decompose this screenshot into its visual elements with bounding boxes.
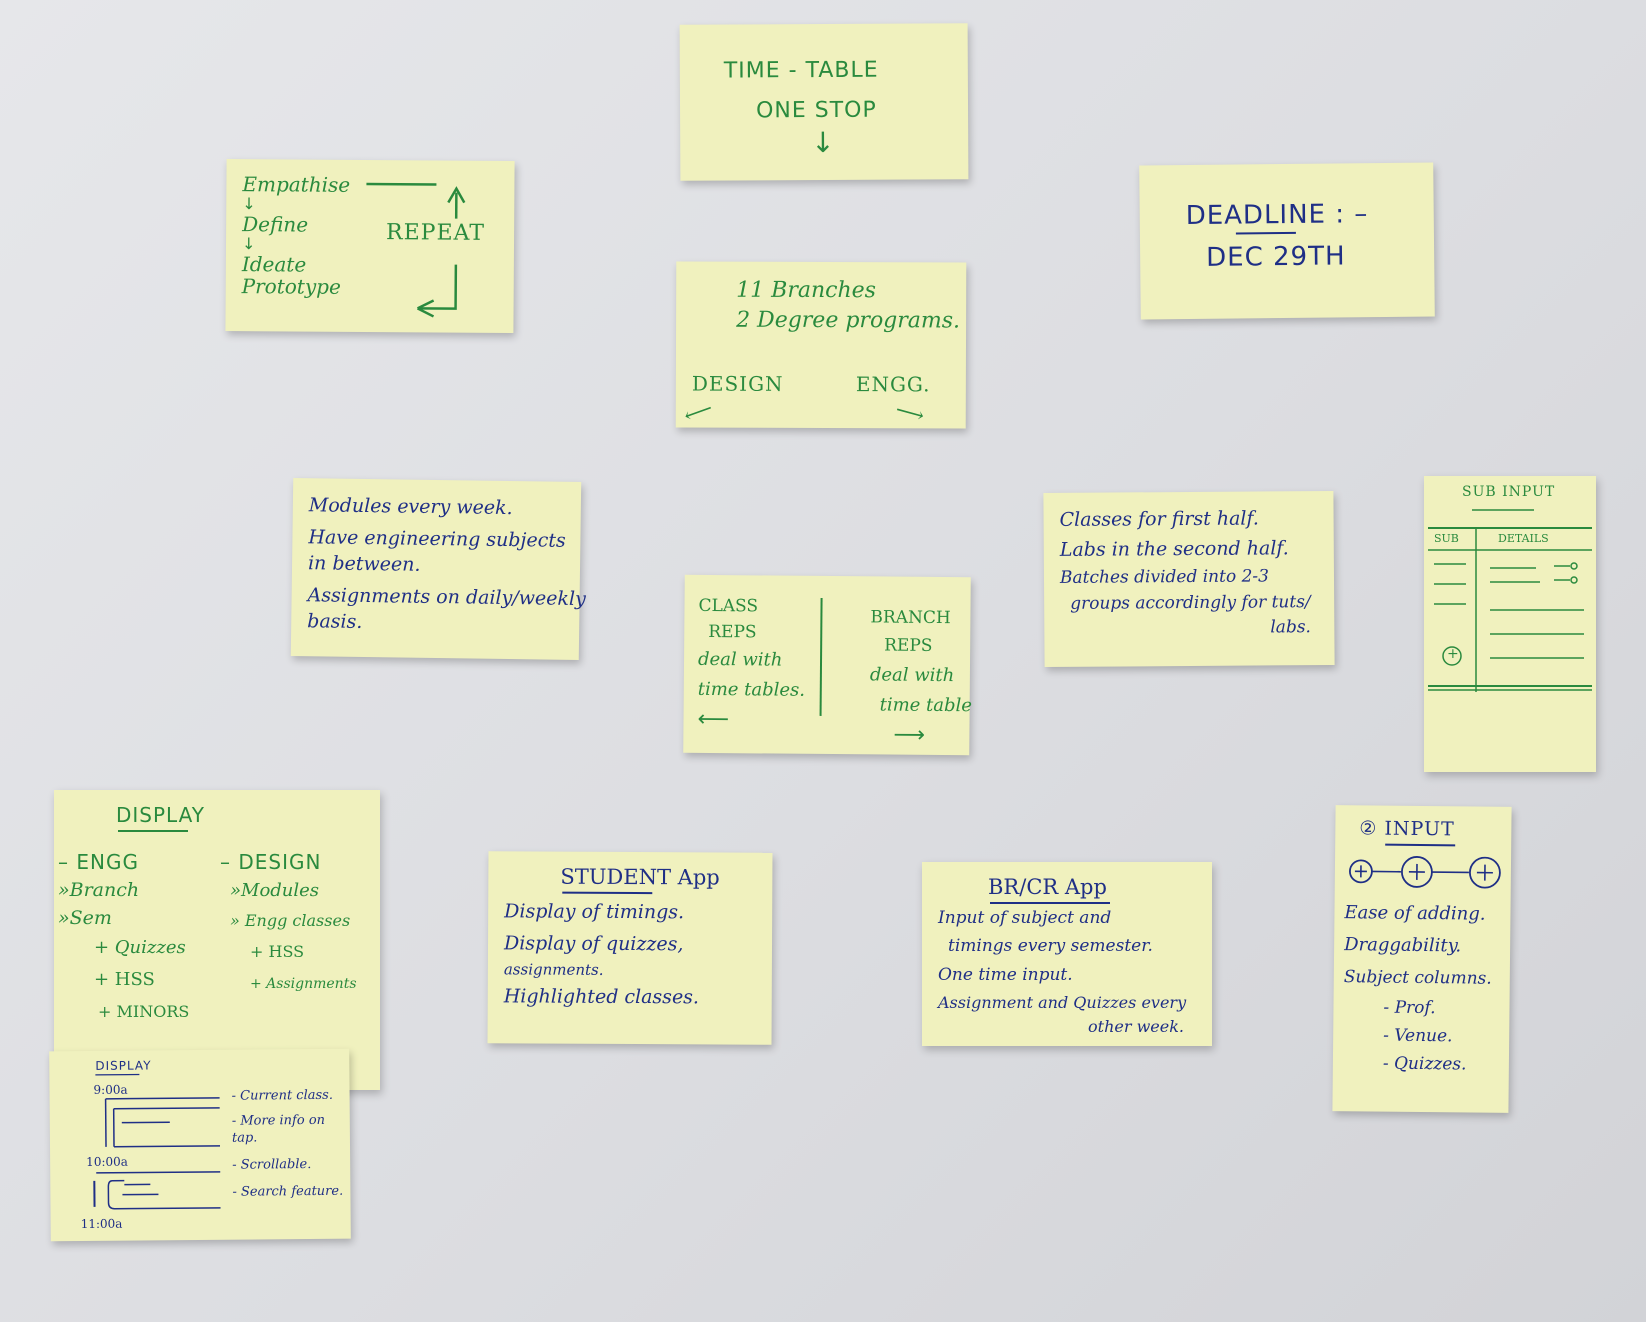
deadline-date: DEC 29TH bbox=[1206, 241, 1346, 273]
title-line1: TIME - TABLE bbox=[723, 57, 879, 84]
engg-item: + MINORS bbox=[98, 1002, 190, 1021]
engg-column: – ENGG »Branch »Sem + Quizzes + HSS + MI… bbox=[58, 848, 208, 1028]
reps-line: REPS bbox=[708, 621, 757, 643]
classes-line: groups accordingly for tuts/ bbox=[1070, 592, 1311, 614]
brcr-line: other week. bbox=[1088, 1017, 1184, 1036]
note-modules: Modules every week. Have engineering sub… bbox=[290, 477, 586, 661]
note-brcr-app: BR/CR App Input of subject and timings e… bbox=[922, 862, 1212, 1046]
reps-line: deal with bbox=[869, 664, 955, 687]
divider bbox=[819, 597, 823, 716]
branches-left: DESIGN bbox=[691, 371, 784, 396]
brcr-line: Input of subject and bbox=[938, 908, 1112, 928]
reps-line: CLASS bbox=[698, 595, 759, 617]
underline bbox=[990, 902, 1110, 904]
time-label: 11:00a bbox=[80, 1216, 123, 1232]
note-branches: 11 Branches 2 Degree programs. DESIGN EN… bbox=[675, 261, 967, 429]
engg-item: »Sem bbox=[58, 907, 112, 929]
note-deadline: DEADLINE : – DEC 29TH bbox=[1139, 162, 1435, 320]
note-classes: Classes for first half. Labs in the seco… bbox=[1043, 490, 1335, 668]
note-input: ② INPUT Ease of adding. Draggability. Su… bbox=[1332, 805, 1512, 1113]
brcr-line: Assignment and Quizzes every bbox=[938, 993, 1187, 1012]
deadline-label: DEADLINE : – bbox=[1185, 199, 1369, 232]
note-sub-input: SUB INPUT SUB DETAILS + bbox=[1424, 476, 1596, 772]
down-arrow-icon: ↓ bbox=[811, 125, 835, 160]
modules-line: in between. bbox=[307, 552, 421, 576]
student-title: STUDENT App bbox=[560, 864, 720, 890]
design-column: – DESIGN »Modules » Engg classes + HSS +… bbox=[220, 848, 380, 1000]
underline bbox=[1235, 231, 1296, 235]
branches-right: ENGG. bbox=[855, 372, 931, 397]
feature-list: - Current class. - More info on tap. - S… bbox=[232, 1087, 349, 1201]
feature-item: - Current class. bbox=[231, 1087, 333, 1104]
brcr-line: One time input. bbox=[938, 965, 1073, 985]
note-title: TIME - TABLE ONE STOP ↓ bbox=[679, 23, 969, 181]
sub-col-header: SUB bbox=[1434, 532, 1459, 545]
add-steps-sketch bbox=[1349, 856, 1501, 889]
input-title: ② INPUT bbox=[1359, 817, 1455, 841]
branches-line2: 2 Degree programs. bbox=[736, 307, 961, 334]
display-title: DISPLAY bbox=[116, 803, 206, 827]
classes-line: Batches divided into 2-3 bbox=[1059, 566, 1270, 588]
time-label: 9:00a bbox=[93, 1082, 128, 1097]
classes-line: labs. bbox=[1270, 617, 1312, 638]
sub-input-table-sketch bbox=[1428, 509, 1592, 692]
note-design-process: Empathise ↓ Define ↓ Ideate Prototype RE… bbox=[225, 158, 515, 334]
reps-line: BRANCH bbox=[870, 607, 951, 629]
design-header: – DESIGN bbox=[220, 850, 322, 874]
modules-line: Assignments on daily/weekly bbox=[307, 584, 586, 611]
reps-line: REPS bbox=[884, 635, 933, 656]
modules-line: basis. bbox=[307, 610, 363, 633]
design-item: + HSS bbox=[250, 942, 305, 961]
classes-line: Classes for first half. bbox=[1059, 507, 1259, 531]
brcr-title: BR/CR App bbox=[988, 875, 1107, 899]
student-line: Display of timings. bbox=[504, 900, 685, 924]
design-item: » Engg classes bbox=[230, 911, 351, 930]
engg-item: + Quizzes bbox=[94, 937, 186, 958]
sub-input-title: SUB INPUT bbox=[1462, 484, 1556, 500]
classes-line: Labs in the second half. bbox=[1059, 537, 1289, 561]
feature-item: - More info on tap. bbox=[231, 1112, 326, 1146]
reps-line: time table bbox=[879, 694, 973, 717]
reps-line: deal with bbox=[697, 648, 783, 671]
input-line: - Prof. bbox=[1383, 997, 1436, 1019]
details-col-header: DETAILS bbox=[1498, 532, 1549, 545]
class-reps: CLASS REPS deal with time tables. ⟵ bbox=[697, 593, 818, 736]
student-line: assignments. bbox=[503, 960, 604, 979]
note-display: DISPLAY – ENGG »Branch »Sem + Quizzes + … bbox=[54, 790, 380, 1090]
design-item: + Assignments bbox=[250, 976, 357, 992]
schedule-timeline-sketch bbox=[93, 1073, 221, 1210]
input-line: Ease of adding. bbox=[1344, 902, 1486, 925]
modules-line: Have engineering subjects bbox=[308, 526, 566, 552]
title-line2: ONE STOP bbox=[755, 97, 877, 124]
left-arrow-icon: ⟵ bbox=[680, 395, 716, 428]
student-line: Display of quizzes, bbox=[503, 932, 684, 956]
branches-line1: 11 Branches bbox=[736, 277, 876, 304]
right-arrow-icon: ⟶ bbox=[893, 396, 928, 428]
note-student-app: STUDENT App Display of timings. Display … bbox=[487, 851, 773, 1045]
input-line: - Quizzes. bbox=[1382, 1053, 1467, 1075]
input-line: - Venue. bbox=[1383, 1025, 1453, 1047]
input-line: Subject columns. bbox=[1343, 967, 1492, 989]
input-line: Draggability. bbox=[1344, 934, 1462, 957]
feature-item: - Scrollable. bbox=[232, 1157, 312, 1173]
branch-reps: BRANCH REPS deal with time table ⟶ bbox=[869, 604, 973, 751]
time-label: 10:00a bbox=[86, 1154, 128, 1169]
add-plus-icon: + bbox=[1447, 646, 1459, 662]
underline bbox=[118, 830, 188, 832]
right-arrow-icon: ⟶ bbox=[893, 722, 926, 748]
engg-header: – ENGG bbox=[58, 850, 139, 874]
design-item: »Modules bbox=[230, 880, 320, 901]
note-display-wireframe: DISPLAY 9:00a 10:00a 11:00a - Current cl… bbox=[49, 1048, 351, 1242]
left-arrow-icon: ⟵ bbox=[697, 706, 730, 733]
brcr-line: timings every semester. bbox=[948, 936, 1153, 956]
engg-item: »Branch bbox=[58, 879, 140, 901]
feature-item: - Search feature. bbox=[232, 1183, 344, 1200]
modules-line: Modules every week. bbox=[308, 494, 513, 520]
note-reps: CLASS REPS deal with time tables. ⟵ BRAN… bbox=[683, 574, 973, 756]
repeat-loop-arrow-icon bbox=[366, 182, 466, 318]
reps-line: time tables. bbox=[697, 678, 806, 701]
student-line: Highlighted classes. bbox=[503, 985, 700, 1009]
engg-item: + HSS bbox=[94, 969, 155, 990]
